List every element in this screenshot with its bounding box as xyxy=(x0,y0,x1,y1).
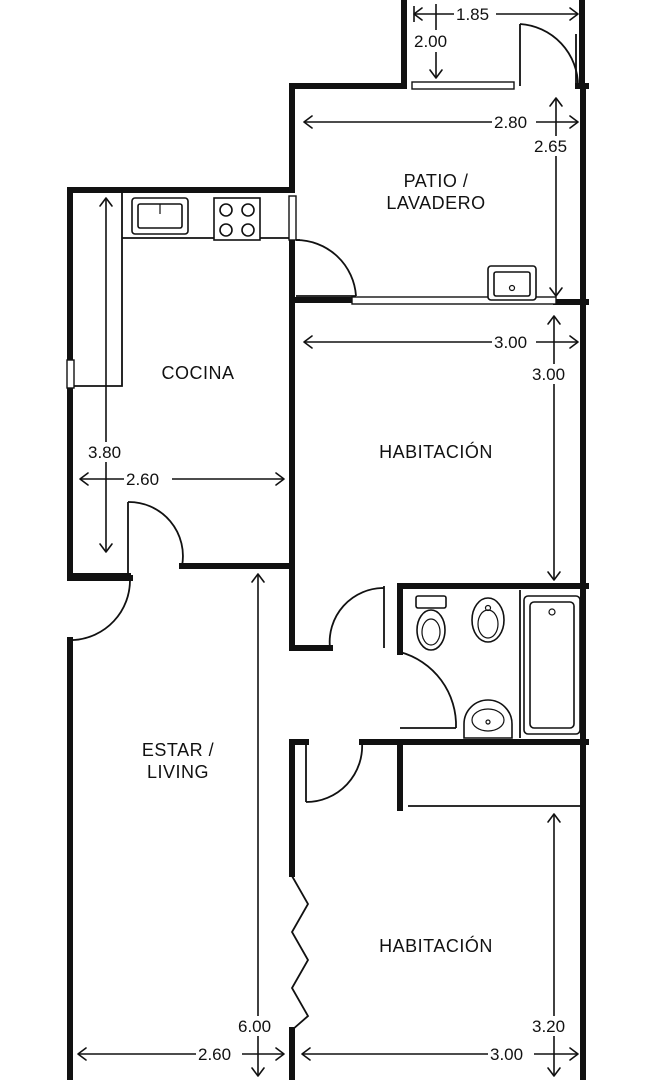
dimension-lines xyxy=(77,4,579,1077)
room-label-line: ESTAR / xyxy=(142,740,214,760)
interior-lines xyxy=(74,34,583,807)
room-label-line: LIVING xyxy=(147,762,209,782)
laundry-sink-icon xyxy=(487,265,537,301)
kitchen-counter-line xyxy=(74,190,123,387)
door-kitchen-patio-swing xyxy=(295,239,357,297)
doors xyxy=(70,23,579,1031)
dim-patio-width: 2.80 xyxy=(494,113,527,132)
dim-top-width: 1.85 xyxy=(456,5,489,24)
door-top-room-swing xyxy=(519,23,579,87)
room-label-patio: PATIO /LAVADERO xyxy=(386,171,485,213)
dim-cocina-width: 2.60 xyxy=(126,470,159,489)
dim-hab2-depth: 3.20 xyxy=(532,1017,565,1036)
fixtures xyxy=(131,197,581,739)
dimension-labels: 1.85 2.00 2.80 2.65 3.00 3.00 3.80 2.60 … xyxy=(86,4,578,1064)
window-kitchen-patio xyxy=(288,195,297,241)
room-labels: PATIO /LAVADERO COCINA HABITACIÓN ESTAR … xyxy=(142,171,493,956)
room-label-habitacion-1: HABITACIÓN xyxy=(379,441,493,462)
dim-hab1-depth: 3.00 xyxy=(532,365,565,384)
stove-icon xyxy=(213,197,261,241)
room-label-habitacion-2: HABITACIÓN xyxy=(379,935,493,956)
window-top-room xyxy=(411,81,515,90)
toilet-icon xyxy=(415,595,447,651)
bathtub-icon xyxy=(523,595,581,735)
windows xyxy=(66,81,557,389)
room-label-line: LAVADERO xyxy=(386,193,485,213)
dim-estar-depth: 6.00 xyxy=(238,1017,271,1036)
walls xyxy=(67,0,589,1080)
door-kitchen-living-swing xyxy=(127,501,184,567)
dim-patio-depth: 2.65 xyxy=(534,137,567,156)
folding-door xyxy=(290,875,310,1031)
dim-cocina-depth: 3.80 xyxy=(88,443,121,462)
dim-hab2-width: 3.00 xyxy=(490,1045,523,1064)
dim-hab1-width: 3.00 xyxy=(494,333,527,352)
dim-top-depth: 2.00 xyxy=(414,32,447,51)
window-left-kitchen xyxy=(66,359,75,389)
door-hab1-swing xyxy=(328,587,385,649)
bidet-icon xyxy=(471,597,505,643)
kitchen-sink-icon xyxy=(131,197,189,235)
door-bath-swing xyxy=(399,651,457,729)
window-patio-bottom xyxy=(351,296,557,305)
room-label-estar: ESTAR /LIVING xyxy=(142,740,214,782)
dim-estar-width: 2.60 xyxy=(198,1045,231,1064)
washbasin-icon xyxy=(463,699,513,739)
door-hab2-swing xyxy=(305,741,364,803)
room-label-cocina: COCINA xyxy=(161,363,234,383)
room-label-line: PATIO / xyxy=(404,171,469,191)
door-entrance-swing xyxy=(73,579,131,641)
